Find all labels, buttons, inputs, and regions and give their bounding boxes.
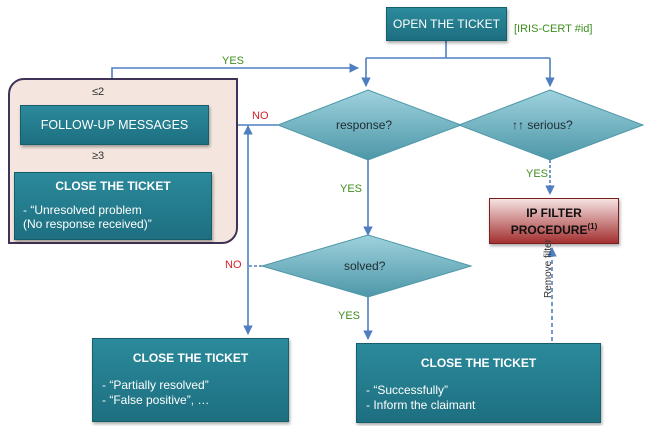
solved-diamond <box>260 234 473 298</box>
ip-filter-procedure-box: IP FILTER PROCEDURE(1) <box>489 198 619 244</box>
close-success-title: CLOSE THE TICKET <box>420 356 537 370</box>
ip-filter-label: IP FILTER PROCEDURE <box>510 205 588 237</box>
response-question: response? <box>336 118 393 132</box>
solved-question: solved? <box>344 259 386 273</box>
close-ticket-success-box: CLOSE THE TICKET - “Successfully” - Info… <box>356 343 601 423</box>
remove-filter-label: Remove filter <box>543 239 554 298</box>
serious-diamond <box>457 89 645 161</box>
yes-top-label: YES <box>222 55 245 67</box>
serious-question-wrap: ↑↑ serious? <box>512 118 573 132</box>
yes-response-label: YES <box>340 183 363 195</box>
serious-arrows-icon: ↑↑ <box>512 118 524 132</box>
close-ticket-partial-box: CLOSE THE TICKET - “Partially resolved” … <box>92 338 289 422</box>
open-ticket-label: OPEN THE TICKET <box>393 17 500 31</box>
close-partial-title: CLOSE THE TICKET <box>132 351 249 365</box>
close-success-line-2: - Inform the claimant <box>366 398 476 412</box>
close-unresolved-line-2: (No response received)” <box>23 217 152 231</box>
le2-label: ≤2 <box>92 86 105 98</box>
iris-ref-label: [IRIS-CERT #id] <box>514 23 593 35</box>
close-ticket-unresolved-box: CLOSE THE TICKET - “Unresolved problem (… <box>14 172 212 240</box>
yes-serious-label: YES <box>526 168 549 180</box>
close-partial-line-1: - “Partially resolved” <box>102 378 209 392</box>
followup-box: FOLLOW-UP MESSAGES <box>20 105 209 145</box>
response-diamond <box>276 89 463 161</box>
followup-label: FOLLOW-UP MESSAGES <box>40 118 189 132</box>
close-success-line-1: - “Successfully” <box>366 383 449 397</box>
close-unresolved-line-1: - “Unresolved problem <box>23 203 142 217</box>
ip-filter-note: (1) <box>587 221 598 231</box>
open-ticket-box: OPEN THE TICKET <box>386 7 507 41</box>
ge3-label: ≥3 <box>92 150 105 162</box>
close-partial-line-2: - “False positive”, … <box>102 393 210 407</box>
no-solved-label: NO <box>225 259 242 271</box>
serious-question: serious? <box>527 118 573 132</box>
no-response-label: NO <box>252 110 269 122</box>
yes-solved-label: YES <box>338 310 361 322</box>
close-unresolved-title: CLOSE THE TICKET <box>55 179 171 193</box>
